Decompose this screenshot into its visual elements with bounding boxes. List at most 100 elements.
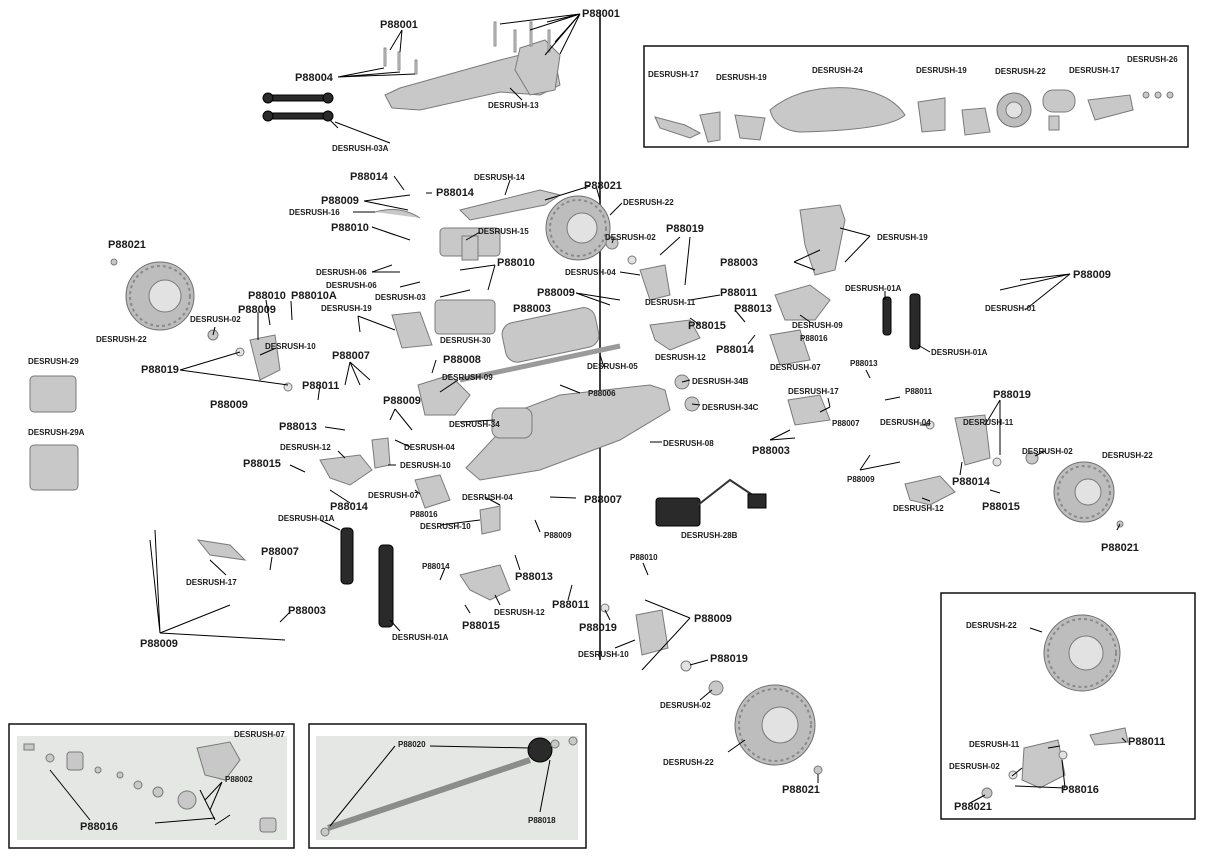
diff-right-part — [769, 329, 811, 366]
label-desrush-01a: DESRUSH-01A — [278, 514, 335, 523]
label-p88021: P88021 — [108, 239, 146, 251]
label-desrush-19: DESRUSH-19 — [716, 73, 767, 82]
label-p88007: P88007 — [584, 494, 622, 506]
label-desrush-34c: DESRUSH-34C — [702, 403, 759, 412]
gearbox-right-part — [774, 284, 831, 321]
label-desrush-34b: DESRUSH-34B — [692, 377, 749, 386]
label-desrush-17: DESRUSH-17 — [648, 70, 699, 79]
label-p88010a: P88010A — [291, 290, 337, 302]
label-desrush-04: DESRUSH-04 — [565, 268, 616, 277]
tire-bottom — [734, 684, 816, 766]
hub-carrier-bottom-part — [479, 505, 501, 535]
tire-inset-right — [1043, 614, 1121, 692]
label-p88001: P88001 — [380, 19, 418, 31]
wheel-nut-group — [110, 258, 1124, 775]
chassis-plate-part — [465, 384, 671, 481]
label-desrush-19: DESRUSH-19 — [877, 233, 928, 242]
label-desrush-07: DESRUSH-07 — [234, 730, 285, 739]
diff-left-part — [414, 474, 451, 509]
servo-part — [434, 299, 496, 335]
label-p88011: P88011 — [905, 387, 933, 396]
inset-differential-parts — [8, 723, 295, 849]
label-desrush-26: DESRUSH-26 — [1127, 55, 1178, 64]
lower-arm-mid-part — [649, 319, 701, 351]
label-p88006: P88006 — [588, 389, 616, 398]
label-desrush-10: DESRUSH-10 — [265, 342, 316, 351]
inset-labels: DESRUSH-17 DESRUSH-19 DESRUSH-24 DESRUSH… — [80, 55, 1178, 833]
label-p88011: P88011 — [1128, 736, 1165, 748]
label-p88019: P88019 — [579, 622, 617, 634]
label-desrush-01: DESRUSH-01 — [985, 304, 1036, 313]
hub-carrier-right-part — [954, 414, 991, 466]
steering-link-part — [262, 92, 334, 122]
label-p88014: P88014 — [350, 171, 389, 183]
label-desrush-06: DESRUSH-06 — [326, 281, 377, 290]
label-p88004: P88004 — [295, 72, 334, 84]
label-desrush-19: DESRUSH-19 — [321, 304, 372, 313]
label-p88010: P88010 — [331, 222, 369, 234]
label-desrush-02: DESRUSH-02 — [605, 233, 656, 242]
label-p88003: P88003 — [720, 257, 758, 269]
label-p88014: P88014 — [422, 562, 450, 571]
label-desrush-02: DESRUSH-02 — [1022, 447, 1073, 456]
label-desrush-09: DESRUSH-09 — [442, 373, 493, 382]
label-p88009: P88009 — [140, 638, 178, 650]
label-desrush-22: DESRUSH-22 — [96, 335, 147, 344]
label-p88007: P88007 — [332, 350, 370, 362]
label-p88015: P88015 — [688, 320, 726, 332]
label-desrush-22: DESRUSH-22 — [623, 198, 674, 207]
esc-part — [655, 478, 767, 527]
label-p88021: P88021 — [1101, 542, 1139, 554]
label-p88021: P88021 — [782, 784, 820, 796]
label-desrush-11: DESRUSH-11 — [969, 740, 1020, 749]
lower-arm-left-part — [319, 454, 373, 486]
label-p88014: P88014 — [716, 344, 755, 356]
label-desrush-34: DESRUSH-34 — [449, 420, 500, 429]
inset-diff-shapes — [23, 741, 277, 833]
label-desrush-08: DESRUSH-08 — [663, 439, 714, 448]
label-p88009: P88009 — [1073, 269, 1111, 281]
part-labels: P88001 P88001 P88004 DESRUSH-13 DESRUSH-… — [28, 8, 1153, 796]
motor-part — [491, 407, 533, 439]
upper-plate-part — [459, 189, 562, 221]
label-p88007: P88007 — [261, 546, 299, 558]
body-mount-left-part — [196, 539, 247, 561]
label-desrush-04: DESRUSH-04 — [880, 418, 931, 427]
tire-right — [1053, 461, 1115, 523]
label-desrush-04: DESRUSH-04 — [404, 443, 455, 452]
label-desrush-29: DESRUSH-29 — [28, 357, 79, 366]
inset-differential-photo — [17, 736, 287, 840]
shock-tower-left-part — [391, 311, 433, 349]
label-p88013: P88013 — [515, 571, 553, 583]
label-p88003: P88003 — [752, 445, 790, 457]
tire-left — [125, 261, 195, 331]
label-p88014: P88014 — [436, 187, 475, 199]
label-desrush-11: DESRUSH-11 — [963, 418, 1014, 427]
inset-hub-shapes — [1008, 727, 1129, 789]
label-p88019: P88019 — [666, 223, 704, 235]
label-p88010: P88010 — [248, 290, 286, 302]
chassis-brace-part — [384, 39, 561, 111]
label-p88002: P88002 — [225, 775, 253, 784]
label-desrush-11: DESRUSH-11 — [645, 298, 696, 307]
label-p88020: P88020 — [398, 740, 426, 749]
label-desrush-12: DESRUSH-12 — [494, 608, 545, 617]
inset-front-hub-assembly — [940, 592, 1196, 820]
washer-group — [235, 255, 1002, 672]
label-desrush-01a: DESRUSH-01A — [392, 633, 449, 642]
label-desrush-05: DESRUSH-05 — [587, 362, 638, 371]
label-desrush-12: DESRUSH-12 — [655, 353, 706, 362]
label-p88011: P88011 — [552, 599, 589, 611]
label-p88008: P88008 — [443, 354, 481, 366]
label-p88019: P88019 — [710, 653, 748, 665]
label-desrush-04: DESRUSH-04 — [462, 493, 513, 502]
label-desrush-02: DESRUSH-02 — [190, 315, 241, 324]
center-driveshaft-part — [459, 343, 621, 383]
label-desrush-22: DESRUSH-22 — [966, 621, 1017, 630]
label-p88003: P88003 — [288, 605, 326, 617]
label-p88021: P88021 — [954, 801, 992, 813]
tire-top — [545, 195, 611, 261]
label-desrush-14: DESRUSH-14 — [474, 173, 525, 182]
label-p88018: P88018 — [528, 816, 556, 825]
